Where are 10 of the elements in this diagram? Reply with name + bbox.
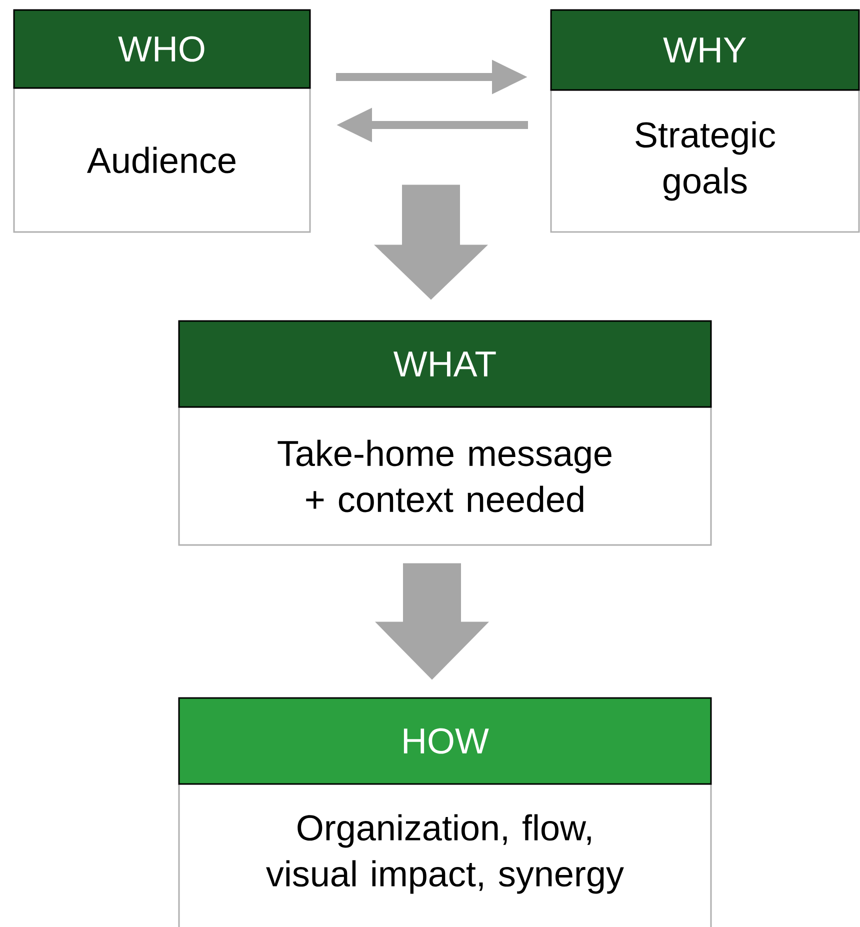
heading-box: WHO Audience xyxy=(13,9,311,233)
heading-box: HOW Organization, flow, visual impact, synergy xyxy=(178,697,712,927)
node-label: WHAT xyxy=(394,352,496,376)
node-label: Organization, flow, visual impact, synergy xyxy=(266,814,624,894)
block-arrow xyxy=(374,184,488,300)
heading-box: WHAT Take-home message + context needed xyxy=(178,320,712,546)
node-label: WHY xyxy=(663,38,746,62)
block-arrow xyxy=(375,563,489,680)
heading-box: WHY Strategic goals xyxy=(550,9,860,233)
node-label: WHO xyxy=(118,36,204,62)
